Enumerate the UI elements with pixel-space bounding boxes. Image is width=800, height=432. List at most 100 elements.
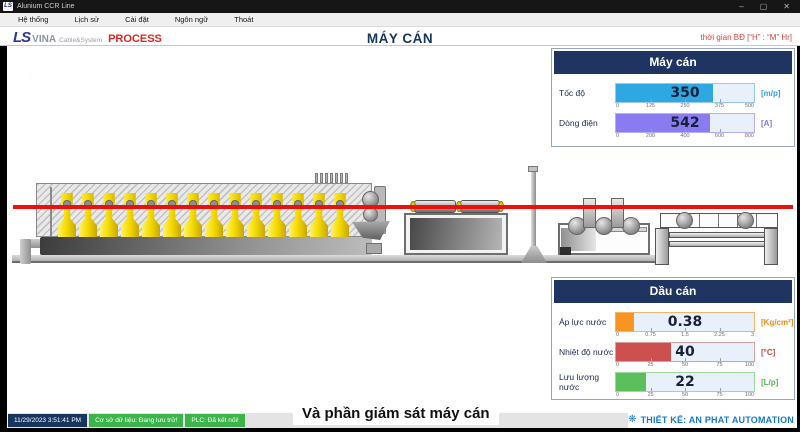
- gauge-value: 542: [670, 115, 700, 131]
- guide-stand-cap: [528, 166, 538, 172]
- roller-die-hole: [315, 200, 323, 208]
- drain-pipe-horizontal: [20, 239, 50, 248]
- roller-stand: [121, 193, 139, 237]
- roller-stand: [268, 193, 286, 237]
- minimize-icon[interactable]: –: [739, 2, 744, 11]
- menu-lich-su[interactable]: Lịch sử: [74, 15, 100, 24]
- quench-tank-inner: [410, 218, 502, 250]
- gauge-label: Dòng điện: [559, 118, 598, 128]
- panel-title: Dầu cán: [554, 280, 792, 303]
- roller-die-hole: [147, 200, 155, 208]
- roller-die-hole: [210, 200, 218, 208]
- gauge-fill-bar: [616, 373, 647, 391]
- guide-stand-stem: [531, 172, 536, 246]
- credit-text: THIẾT KẾ: AN PHAT AUTOMATION: [640, 414, 794, 425]
- gauge-value: 350: [670, 85, 700, 101]
- roller-stand: [163, 193, 181, 237]
- menu-thoat[interactable]: Thoát: [234, 15, 254, 24]
- gauge-fill-bar: [616, 313, 634, 331]
- conveyor-leg-1: [655, 228, 669, 265]
- panel-title: Máy cán: [554, 51, 792, 74]
- funnel-support-block: [366, 243, 382, 254]
- roller-stand: [79, 193, 97, 237]
- roller-die-hole: [231, 200, 239, 208]
- roller-die-hole: [273, 200, 281, 208]
- window-title: Alunium CCR Line: [17, 3, 75, 10]
- roller-stand: [100, 193, 118, 237]
- gauge-value: 22: [675, 374, 695, 390]
- roller-die-hole: [105, 200, 113, 208]
- maximize-icon[interactable]: ▢: [759, 2, 768, 11]
- company-logo: LS VINA Cable&System PROCESS: [13, 29, 162, 46]
- gauge-fill-bar: [616, 114, 710, 132]
- gauge-label: Tốc độ: [559, 88, 585, 98]
- menu-cai-dat[interactable]: Cài đặt: [125, 15, 149, 24]
- roller-row: [58, 193, 354, 237]
- mouse-cursor: [29, 72, 37, 86]
- app-icon: LS: [3, 2, 13, 11]
- roller-stand: [226, 193, 244, 237]
- gauge-label: Nhiệt độ nước: [559, 347, 614, 357]
- roller-die-hole: [168, 200, 176, 208]
- roller-die-hole: [294, 200, 302, 208]
- drain-pipe-vertical: [20, 239, 31, 264]
- roller-die-hole: [252, 200, 260, 208]
- cable-system-label: Cable&System: [59, 37, 103, 44]
- menu-he-thong[interactable]: Hệ thống: [18, 15, 49, 24]
- machine-ground: [12, 255, 658, 263]
- screen-edge-bottom: [0, 428, 800, 432]
- menu-ngon-ngu[interactable]: Ngôn ngữ: [174, 15, 209, 24]
- roller-stand: [247, 193, 265, 237]
- page-title: MÁY CÁN: [366, 31, 434, 46]
- vina-label: VINA: [32, 34, 57, 45]
- menu-bar: Hệ thống Lịch sử Cài đặt Ngôn ngữ Thoát: [0, 13, 800, 27]
- roller-stand: [205, 193, 223, 237]
- valve-sphere-3: [622, 217, 640, 235]
- gauge-unit: [m/p]: [761, 88, 781, 98]
- gauge-label: Lưu lượng nước: [559, 372, 600, 392]
- mill-guide-post: [50, 187, 52, 237]
- roller-stand: [310, 193, 328, 237]
- designer-credit: ❋ THIẾT KẾ: AN PHAT AUTOMATION: [628, 414, 794, 425]
- flower-icon: ❋: [628, 414, 637, 425]
- outlet-funnel: [352, 221, 390, 240]
- time-note: thời gian BĐ [“H” : “M” Hr]: [700, 33, 792, 42]
- window-controls: – ▢ ✕: [739, 0, 790, 13]
- ls-logo: LS: [13, 29, 31, 46]
- gauge-fill-bar: [616, 343, 672, 361]
- process-label: PROCESS: [108, 33, 162, 45]
- gauge-unit: [A]: [761, 118, 773, 128]
- lubricant-unit-block: [561, 228, 596, 251]
- guide-post-1: [583, 198, 596, 228]
- conveyor-leg-2: [764, 228, 778, 265]
- subtitle-caption: Và phần giám sát máy cán: [293, 401, 499, 425]
- rod-line: [13, 205, 793, 209]
- screen-edge-right: [797, 13, 800, 432]
- conveyor-roll-1: [676, 212, 693, 229]
- close-icon[interactable]: ✕: [783, 2, 790, 11]
- guide-post-2: [611, 198, 624, 228]
- gauge-unit: [L/p]: [761, 377, 779, 387]
- gauge-unit: [°C]: [761, 347, 776, 357]
- roller-stand: [331, 193, 349, 237]
- roller-die-hole: [63, 200, 71, 208]
- roller-stand: [142, 193, 160, 237]
- roller-stand: [184, 193, 202, 237]
- mill-base: [40, 237, 372, 255]
- conveyor-rail-1: [669, 232, 765, 238]
- gauge-value: 40: [675, 344, 695, 360]
